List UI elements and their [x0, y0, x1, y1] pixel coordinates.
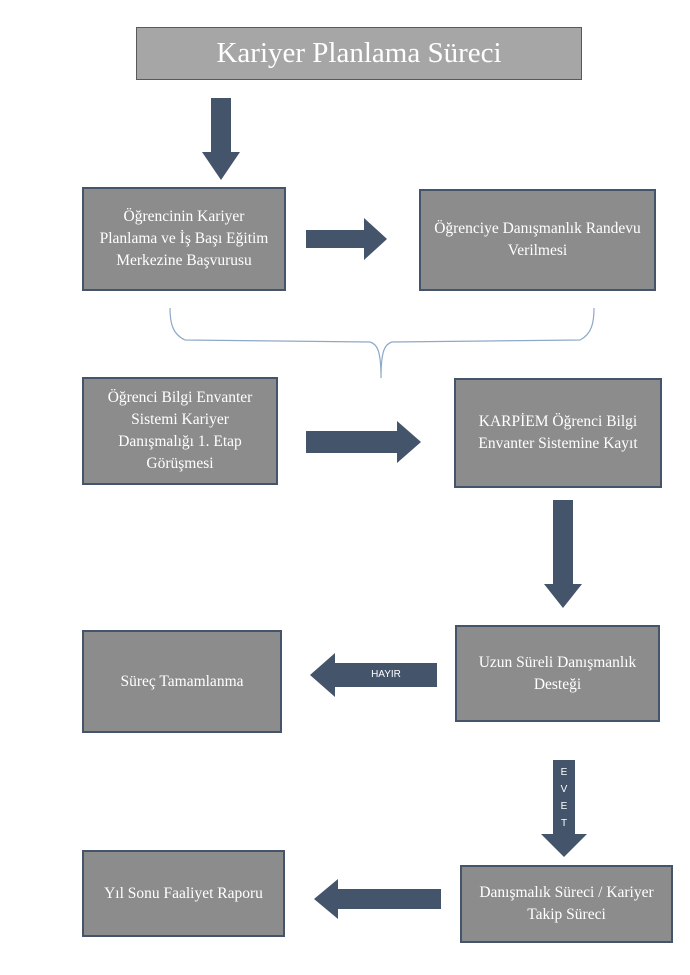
- arrow-right-application-to-appointment: [306, 218, 387, 260]
- node-process-completion: Süreç Tamamlanma: [82, 630, 282, 733]
- diagram-title: Kariyer Planlama Süreci: [136, 27, 582, 80]
- node-registration: KARPİEM Öğrenci Bilgi Envanter Sistemine…: [454, 378, 662, 488]
- edge-label-no: HAYIR: [371, 669, 401, 680]
- node-application: Öğrencinin Kariyer Planlama ve İş Başı E…: [82, 187, 286, 291]
- arrow-left-no: [310, 653, 437, 697]
- node-appointment: Öğrenciye Danışmanlık Randevu Verilmesi: [419, 189, 656, 291]
- node-annual-report: Yıl Sonu Faaliyet Raporu: [82, 850, 285, 937]
- arrow-down-yes: [541, 760, 587, 857]
- arrow-down-title-to-application: [202, 98, 240, 180]
- node-long-term-support: Uzun Süreli Danışmanlık Desteği: [455, 625, 660, 722]
- node-tracking: Danışmalık Süreci / Kariyer Takip Süreci: [460, 865, 673, 943]
- edge-label-yes: E V E T: [560, 767, 568, 829]
- arrow-right-first-stage-to-registration: [306, 421, 421, 463]
- grouping-brace: [169, 307, 595, 379]
- arrow-left-tracking-to-report: [314, 879, 441, 919]
- arrow-down-registration-to-long-term: [544, 500, 582, 608]
- node-first-stage: Öğrenci Bilgi Envanter Sistemi Kariyer D…: [82, 377, 278, 485]
